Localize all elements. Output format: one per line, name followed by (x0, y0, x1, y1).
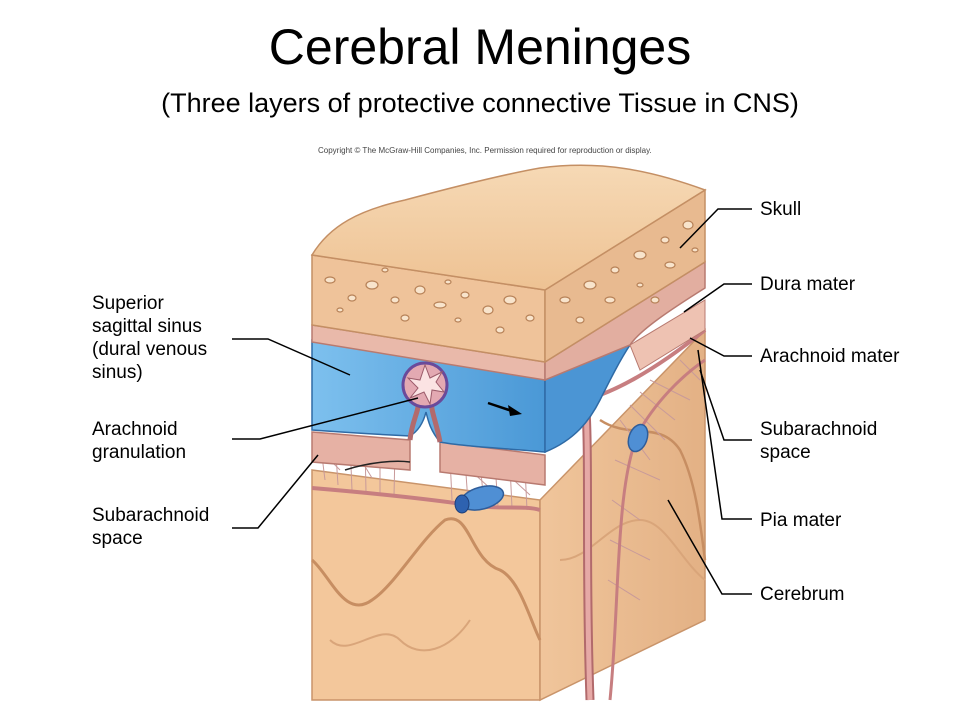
leader-skull (679, 208, 752, 249)
gyrus-fold (311, 517, 542, 641)
label-pia-mater: Pia mater (760, 510, 842, 531)
arachnoid-mater-side (629, 299, 706, 371)
blood-vessel-1 (454, 485, 505, 514)
skull-top (310, 164, 707, 291)
label-superior-sagittal-sinus: Superior sagittal sinus (dural venous si… (92, 293, 208, 383)
label-arachnoid-granulation: Arachnoid granulation (92, 419, 187, 463)
leader-lines (232, 208, 752, 595)
label-subarachnoid-space-left: Subarachnoid space (92, 505, 210, 549)
leader-arachnoid-mater (689, 337, 752, 357)
blood-vessel-2 (627, 423, 649, 453)
leader-dura-mater (683, 283, 752, 313)
leader-superior-sagittal-sinus (232, 338, 351, 376)
label-cerebrum: Cerebrum (760, 584, 845, 605)
label-dura-mater: Dura mater (760, 274, 856, 295)
flow-arrow (487, 401, 522, 416)
label-skull: Skull (760, 199, 802, 220)
arachnoid-granulation (401, 361, 449, 443)
arachnoid-front-right (439, 441, 546, 486)
page-title: Cerebral Meninges (268, 19, 692, 75)
cerebrum-front (311, 469, 541, 701)
arachnoid-front (311, 431, 411, 471)
gyrus-fold (329, 619, 471, 652)
copyright-notice: Copyright © The McGraw-Hill Companies, I… (318, 146, 652, 155)
bone-pores (324, 220, 699, 334)
granulation-curve (344, 460, 411, 471)
leader-arachnoid-granulation (232, 397, 419, 440)
label-subarachnoid-space-right: Subarachnoid space (760, 419, 878, 463)
leader-subarachnoid-space-left (232, 454, 319, 529)
leader-cerebrum (667, 499, 752, 595)
pia-mater-side2 (608, 358, 706, 701)
leader-subarachnoid-space-right (699, 369, 752, 441)
pia-mater-side (599, 328, 707, 397)
leader-pia-mater (697, 349, 752, 520)
page-subtitle: (Three layers of protective connective T… (161, 88, 799, 118)
label-arachnoid-mater: Arachnoid mater (760, 346, 900, 367)
